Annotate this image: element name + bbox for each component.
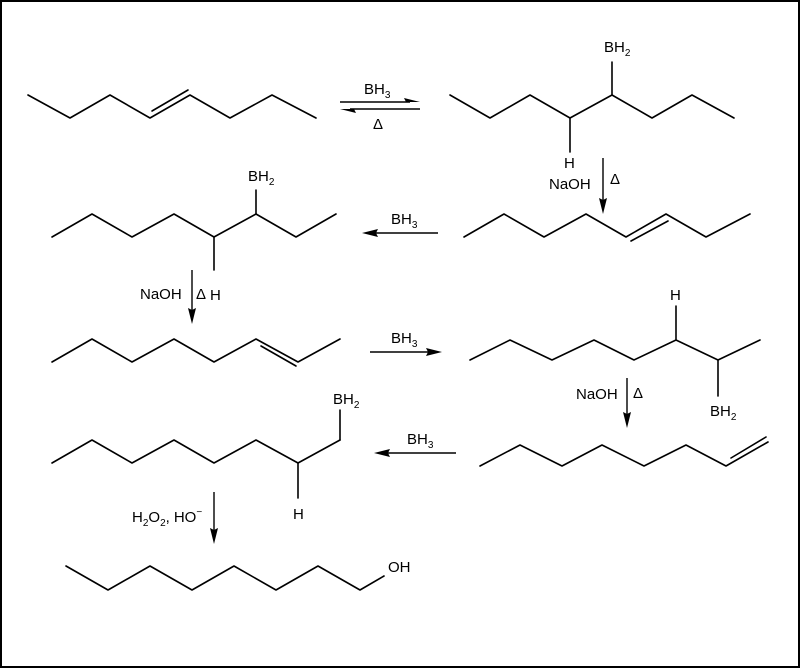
heat-delta-1: Δ xyxy=(373,116,383,133)
down-arrow-1 xyxy=(599,158,607,214)
h-label-4: H xyxy=(210,287,221,304)
molecule-4-octene xyxy=(27,89,317,119)
molecule-2-boryl-octane xyxy=(469,305,761,397)
left-arrow-2 xyxy=(374,449,456,457)
reagent-h2o2-hydroxide: H2O2,HO− xyxy=(132,507,202,529)
right-arrow-1 xyxy=(370,348,442,356)
molecule-1-boryl-octane xyxy=(51,409,341,499)
bh2-label-6: BH2 xyxy=(710,403,737,423)
down-arrow-2 xyxy=(188,270,196,324)
molecule-2-octene xyxy=(51,338,341,367)
oh-label: OH xyxy=(388,559,411,576)
h-label-2: H xyxy=(564,155,575,172)
down-arrow-3 xyxy=(623,378,631,428)
h-label-8: H xyxy=(293,506,304,523)
molecule-3-boryl-octane xyxy=(51,189,337,271)
left-arrow-1 xyxy=(362,229,438,237)
heat-delta-4: Δ xyxy=(633,385,643,402)
molecule-3-octene xyxy=(463,213,751,242)
bh2-label-4: BH2 xyxy=(248,168,275,188)
reagent-naoh-2: NaOH xyxy=(140,286,182,303)
h-label-6: H xyxy=(670,287,681,304)
molecule-1-octanol xyxy=(65,565,385,591)
reagent-bh3-2: BH3 xyxy=(391,211,418,231)
reagent-bh3-4: BH3 xyxy=(407,431,434,451)
reagent-bh3-3: BH3 xyxy=(391,330,418,350)
molecule-4-boryl-octane xyxy=(449,61,735,153)
reagent-naoh-3: NaOH xyxy=(576,386,618,403)
heat-delta-3: Δ xyxy=(196,286,206,303)
bh2-label-2: BH2 xyxy=(604,39,631,59)
equilibrium-arrow xyxy=(340,98,420,113)
bh2-label-8: BH2 xyxy=(333,391,360,411)
heat-delta-2: Δ xyxy=(610,171,620,188)
reagent-bh3-1: BH3 xyxy=(364,81,391,101)
molecule-1-octene xyxy=(479,436,769,467)
down-arrow-4 xyxy=(210,492,218,544)
reagent-naoh-1: NaOH xyxy=(549,176,591,193)
